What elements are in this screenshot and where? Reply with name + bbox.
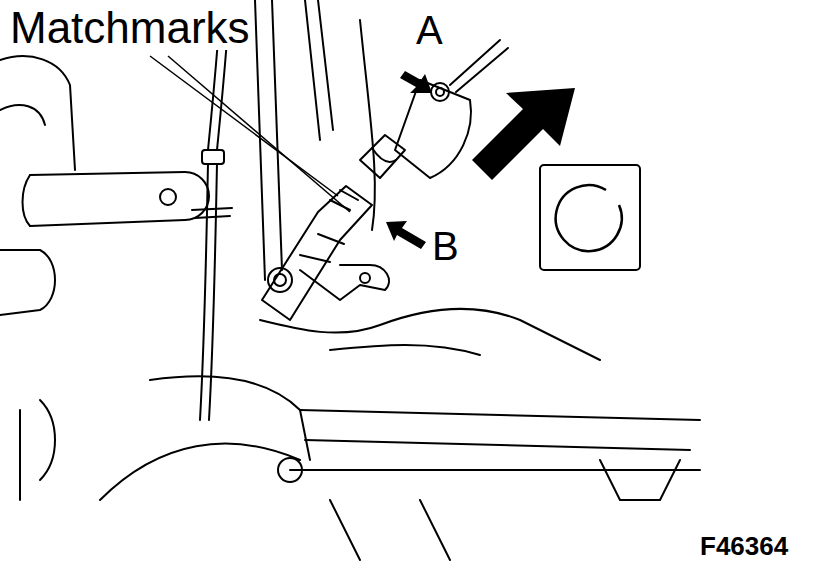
callout-letter: A — [414, 10, 445, 50]
leader-line — [150, 56, 338, 196]
view-symbol — [556, 185, 622, 251]
callout-letter: B — [430, 226, 461, 266]
figure-number: F46364 — [698, 533, 790, 559]
leader-line — [168, 56, 350, 212]
pointer-arrow — [386, 221, 426, 249]
callout-label: Matchmarks — [8, 6, 252, 50]
direction-arrow — [472, 88, 575, 180]
pointer-arrow — [400, 71, 432, 93]
view-symbol — [540, 165, 640, 270]
